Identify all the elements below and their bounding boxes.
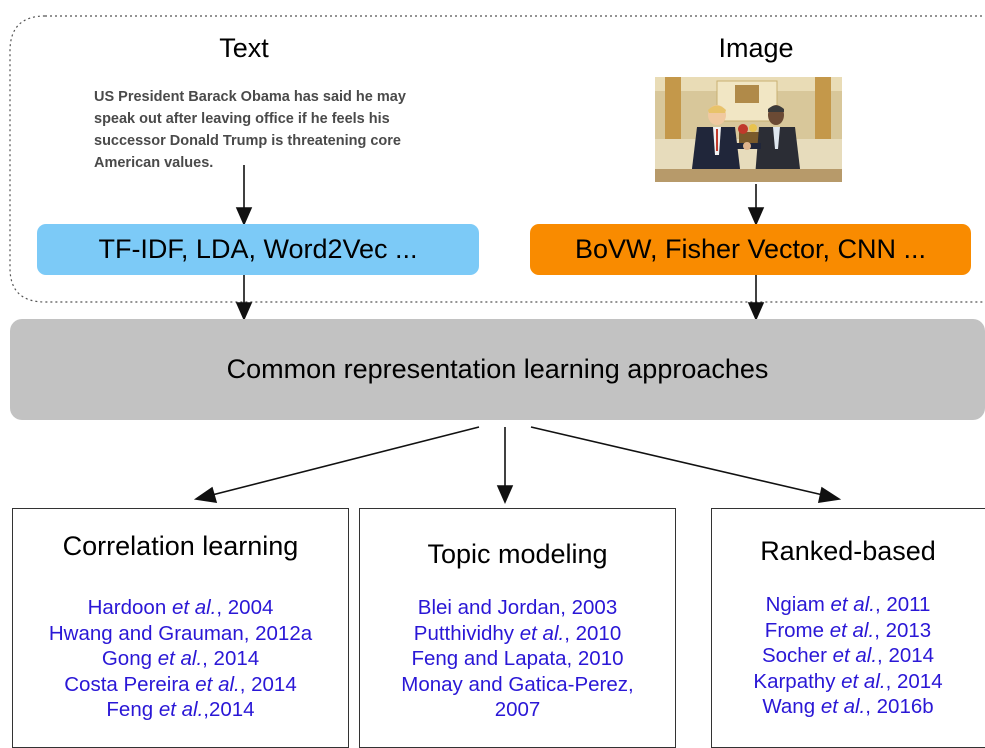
reference-year: , 2014 bbox=[877, 644, 935, 667]
reference-item: Blei and Jordan, 2003 bbox=[360, 595, 675, 621]
reference-year: , 2014 bbox=[885, 669, 943, 693]
reference-authors: Feng and Lapata, 2010 bbox=[411, 647, 624, 670]
reference-etal: et al. bbox=[841, 669, 886, 693]
reference-authors: Hardoon bbox=[87, 596, 172, 619]
category-title: Correlation learning bbox=[62, 531, 299, 561]
reference-etal: et al. bbox=[830, 593, 875, 616]
snippet-line: successor Donald Trump is threatening co… bbox=[94, 133, 401, 149]
reference-authors: Ngiam bbox=[765, 593, 831, 616]
reference-year: , 2010 bbox=[564, 621, 622, 645]
reference-authors: Socher bbox=[761, 644, 833, 667]
reference-item: Frome et al., 2013 bbox=[712, 618, 984, 644]
reference-etal: et al. bbox=[832, 644, 878, 667]
reference-authors: 2007 bbox=[494, 698, 541, 721]
reference-year: , 2011 bbox=[874, 593, 931, 616]
reference-authors: Karpathy bbox=[753, 669, 842, 693]
reference-item: Monay and Gatica-Perez, bbox=[360, 672, 675, 698]
reference-item: Feng and Lapata, 2010 bbox=[360, 646, 675, 672]
reference-item: Feng et al.,2014 bbox=[13, 697, 348, 723]
image-feature-box: BoVW, Fisher Vector, CNN ... bbox=[530, 224, 971, 275]
reference-item: Wang et al., 2016b bbox=[712, 694, 984, 720]
reference-authors: Hwang and Grauman, 2012a bbox=[48, 621, 313, 645]
reference-authors: Blei and Jordan, 2003 bbox=[417, 596, 618, 619]
news-photo bbox=[655, 77, 842, 182]
reference-item: Hwang and Grauman, 2012a bbox=[13, 621, 348, 647]
reference-authors: Costa Pereira bbox=[64, 672, 196, 696]
reference-authors: Wang bbox=[762, 695, 821, 718]
reference-authors: Monay and Gatica-Perez, bbox=[401, 672, 634, 696]
reference-authors: Frome bbox=[764, 618, 830, 642]
reference-etal: et al. bbox=[519, 621, 565, 645]
reference-year: , 2014 bbox=[202, 647, 260, 670]
reference-etal: et al. bbox=[171, 596, 217, 619]
reference-item: Costa Pereira et al., 2014 bbox=[13, 672, 348, 698]
snippet-line: US President Barack Obama has said he ma… bbox=[94, 89, 406, 105]
snippet-line: speak out after leaving office if he fee… bbox=[94, 111, 390, 127]
reference-item: Putthividhy et al., 2010 bbox=[360, 621, 675, 647]
reference-authors: Feng bbox=[106, 698, 159, 721]
image-heading: Image bbox=[718, 33, 794, 63]
reference-year: , 2014 bbox=[239, 672, 297, 696]
reference-etal: et al. bbox=[829, 618, 875, 642]
reference-authors: Gong bbox=[101, 647, 158, 670]
snippet-line: American values. bbox=[94, 155, 214, 171]
category-title: Topic modeling bbox=[427, 539, 608, 569]
reference-year: , 2013 bbox=[874, 618, 932, 642]
reference-item: Karpathy et al., 2014 bbox=[712, 669, 984, 695]
common-representation-box: Common representation learning approache… bbox=[10, 319, 985, 420]
news-snippet: US President Barack Obama has said he ma… bbox=[94, 86, 474, 174]
reference-year: ,2014 bbox=[203, 698, 255, 721]
reference-authors: Putthividhy bbox=[413, 621, 520, 645]
reference-item: Hardoon et al., 2004 bbox=[13, 595, 348, 621]
reference-year: , 2004 bbox=[216, 596, 274, 619]
reference-item: Ngiam et al., 2011 bbox=[712, 592, 984, 618]
reference-year: , 2016b bbox=[865, 695, 934, 718]
text-feature-box: TF-IDF, LDA, Word2Vec ... bbox=[37, 224, 479, 275]
reference-item: 2007 bbox=[360, 697, 675, 723]
reference-item: Gong et al., 2014 bbox=[13, 646, 348, 672]
reference-etal: et al. bbox=[158, 698, 204, 721]
text-heading: Text bbox=[219, 33, 269, 63]
reference-item: Socher et al., 2014 bbox=[712, 643, 984, 669]
reference-etal: et al. bbox=[157, 647, 203, 670]
reference-etal: et al. bbox=[820, 695, 866, 718]
reference-etal: et al. bbox=[195, 672, 240, 696]
category-title: Ranked-based bbox=[760, 536, 936, 566]
category-correlation-learning: Correlation learning Hardoon et al., 200… bbox=[12, 508, 349, 748]
